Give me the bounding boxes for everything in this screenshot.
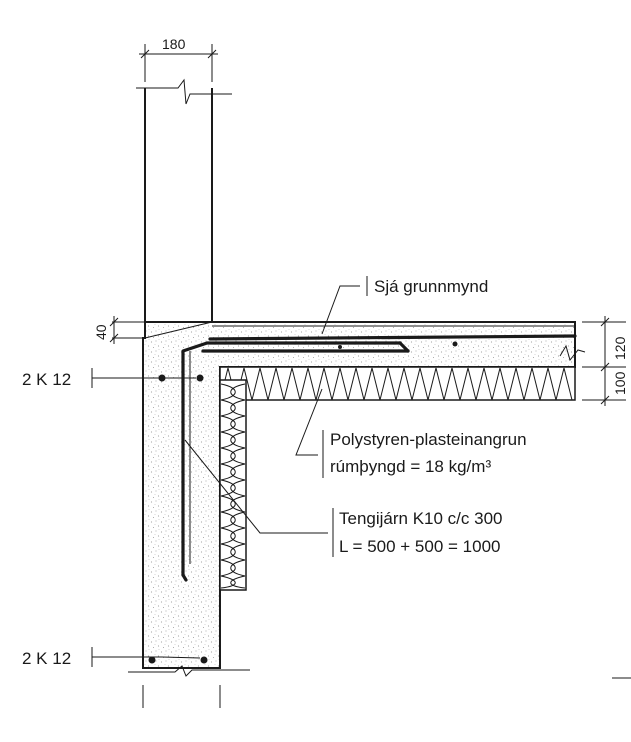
dim-right: 120 100 bbox=[582, 316, 628, 406]
rebar-dot-lower-right bbox=[200, 656, 208, 664]
rebar-lap-dot bbox=[338, 345, 342, 349]
upper-wall bbox=[136, 78, 232, 338]
connector-label-1: Tengijárn K10 c/c 300 bbox=[339, 509, 503, 528]
lower-rebar-label: 2 K 12 bbox=[22, 649, 71, 668]
slab-insulation bbox=[219, 366, 576, 401]
upper-rebar-label: 2 K 12 bbox=[22, 370, 71, 389]
insulation-label-2: rúmþyngd = 18 kg/m³ bbox=[330, 457, 491, 476]
lower-rebar-leader-2 bbox=[150, 656, 201, 659]
slab-break-mark bbox=[559, 344, 586, 362]
dim-100-label: 100 bbox=[612, 371, 628, 395]
rebar-dot-lower-left bbox=[148, 656, 156, 664]
insulation-leader bbox=[295, 388, 323, 456]
connector-leader bbox=[184, 439, 328, 534]
chamfer-line bbox=[144, 321, 213, 339]
see-plan-label: Sjá grunnmynd bbox=[374, 277, 488, 296]
wall-insulation bbox=[219, 379, 247, 591]
rebar-dot-upper-right bbox=[196, 374, 204, 382]
rebar-dot-slab bbox=[452, 341, 458, 347]
dim-40-label: 40 bbox=[93, 324, 109, 340]
dim-120-label: 120 bbox=[612, 336, 628, 360]
dim-40: 40 bbox=[93, 316, 145, 344]
insulation-label-1: Polystyren-plasteinangrun bbox=[330, 430, 527, 449]
see-plan-leader bbox=[321, 285, 360, 335]
wall-thickness-dimension: 180 bbox=[139, 36, 218, 82]
foundation-break bbox=[128, 665, 631, 708]
connector-label-2: L = 500 + 500 = 1000 bbox=[339, 537, 501, 556]
dim-180-label: 180 bbox=[162, 36, 186, 52]
connector-rebar bbox=[181, 334, 577, 582]
